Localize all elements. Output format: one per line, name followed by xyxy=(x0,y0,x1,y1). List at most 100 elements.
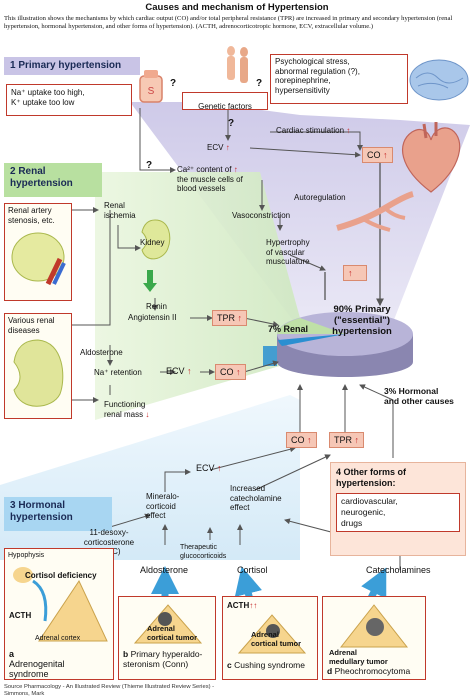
up-arrow-icon: ↑ xyxy=(236,367,241,377)
aldosterone-renal-label: Aldosterone xyxy=(80,348,123,357)
psych-line-2: abnormal regulation (?), xyxy=(275,66,360,76)
renal-artery-icon xyxy=(11,232,66,286)
tpr-hormonal-pill: TPR ↑ xyxy=(329,432,365,448)
adrenal-medulla-tumor-icon xyxy=(339,604,409,648)
tpr-up-pill: ↑ xyxy=(343,265,367,281)
hormonal-wedge xyxy=(0,395,300,560)
panel-a-caption: a Adrenogenital syndrome xyxy=(9,649,65,679)
tpr-renal-text: TPR xyxy=(217,313,235,323)
sodium-uptake-box: Na⁺ uptake too high, K⁺ uptake too low xyxy=(6,84,132,116)
doc-line-2: corticosterone xyxy=(83,537,135,547)
co-hormonal-text: CO xyxy=(291,435,305,445)
section-primary-label: 1 Primary hypertension xyxy=(4,57,140,75)
panel-b-line-2: steronism (Conn) xyxy=(123,659,189,669)
other-forms-list: cardiovascular, neurogenic, drugs xyxy=(336,493,460,532)
acth-a-label: ACTH xyxy=(9,611,32,620)
na-uptake-text: Na⁺ uptake too high, xyxy=(11,88,85,97)
cardiac-stimulation-label: Cardiac stimulation ↑ xyxy=(276,126,350,136)
thera-line-1: Therapeutic xyxy=(180,544,217,551)
adrenal-tumor-icon xyxy=(133,604,203,644)
cortisol-label: Cortisol xyxy=(237,565,268,575)
catecholamine-effect-label: Increased catecholamine effect xyxy=(230,484,282,513)
ecv-renal-label: ECV ↑ xyxy=(166,366,192,377)
source-footer: Source Pharmacology - An Illustrated Rev… xyxy=(4,684,304,698)
up-arrow-icon: ↑ xyxy=(253,601,258,610)
up-arrow-icon: ↑ xyxy=(225,143,230,152)
footer-line-2: Simmons, Mark xyxy=(4,691,45,697)
ca-line-3: blood vessels xyxy=(177,184,226,193)
thera-line-2: glucocorticoids xyxy=(180,552,227,560)
co-renal-text: CO xyxy=(220,367,234,377)
question-mark-1: ? xyxy=(170,78,177,89)
blood-vessels-icon xyxy=(336,191,414,232)
footer-line-1: Source Pharmacology - An Illustrated Rev… xyxy=(4,684,215,690)
up-arrow-icon: ↑ xyxy=(249,601,254,610)
vasoconstriction-label: Vasoconstriction xyxy=(232,211,291,220)
panel-b-caption: b Primary hyperaldo- steronism (Conn) xyxy=(123,649,202,669)
brain-icon xyxy=(409,59,469,101)
heart-icon xyxy=(401,122,461,193)
up-arrow-icon: ↑ xyxy=(217,463,222,473)
section-renal-label: 2 Renal hypertension xyxy=(4,163,102,197)
panel-a-line-2: Adrenogenital xyxy=(9,659,65,669)
up-arrow-icon: ↑ xyxy=(354,435,360,445)
section-hormonal-label: 3 Hormonal hypertension xyxy=(4,497,112,531)
hypertrophy-line-3: musculature xyxy=(266,257,310,266)
panel-b-line-1: b Primary hyperaldo- xyxy=(123,649,203,659)
other-line-2: neurogenic, xyxy=(341,507,386,517)
hypertrophy-label: Hypertrophy of vascular musculature xyxy=(266,238,310,267)
down-arrow-icon: ↓ xyxy=(145,409,150,419)
tpr-renal-pill: TPR ↑ xyxy=(212,310,248,326)
pie-hormonal-line-2: and other causes xyxy=(384,396,454,406)
hypophysis-label: Hypophysis xyxy=(8,552,45,559)
panel-c-caption: c Cushing syndrome xyxy=(227,660,305,670)
co-primary-text: CO xyxy=(367,150,381,160)
ischemia-line-1: Renal xyxy=(104,201,125,210)
svg-text:S: S xyxy=(148,86,155,97)
diseases-line-1: Various renal xyxy=(8,316,55,325)
k-uptake-text: K⁺ uptake too low xyxy=(11,97,75,107)
question-mark-2: ? xyxy=(256,78,263,89)
co-hormonal-pill: CO ↑ xyxy=(286,432,317,448)
mineralo-line-3: effect xyxy=(146,511,166,520)
pie-primary-line-3: hypertension xyxy=(332,326,392,337)
functioning-renal-mass-label: Functioning renal mass ↓ xyxy=(104,400,149,419)
catechol-line-3: effect xyxy=(230,503,250,512)
pie-hormonal-line-1: 3% Hormonal xyxy=(384,386,439,396)
renal-artery-stenosis-box: Renal artery stenosis, etc. xyxy=(4,203,72,301)
kidney-label: Kidney xyxy=(140,238,165,247)
up-arrow-icon: ↑ xyxy=(346,126,351,135)
co-renal-pill: CO ↑ xyxy=(215,364,246,380)
question-mark-4: ? xyxy=(146,160,153,171)
therapeutic-glucocorticoids-label: Therapeutic glucocorticoids xyxy=(180,544,226,561)
doc-line-1: 11-desoxy- xyxy=(89,528,129,537)
ecv-primary-label: ECV ↑ xyxy=(207,143,230,153)
up-arrow-icon: ↑ xyxy=(383,150,388,160)
renal-diseases-box: Various renal diseases xyxy=(4,313,72,419)
psych-stress-box: Psychological stress, abnormal regulatio… xyxy=(270,54,408,104)
other-forms-title: 4 Other forms of hypertension: xyxy=(336,467,407,488)
ecv-hormonal-text: ECV xyxy=(196,463,215,473)
co-primary-pill: CO ↑ xyxy=(362,147,393,163)
angiotensin-label: Angiotensin II xyxy=(128,313,177,322)
up-arrow-icon: ↑ xyxy=(307,435,312,445)
psych-line-3: norepinephrine, xyxy=(275,76,331,85)
mass-line-1: Functioning xyxy=(104,400,146,409)
catechol-line-2: catecholamine xyxy=(230,493,282,503)
ecv-hormonal-label: ECV ↑ xyxy=(196,463,222,474)
ecv-primary-text: ECV xyxy=(207,143,224,152)
mass-line-2: renal mass ↓ xyxy=(104,409,150,419)
ischemia-line-2: ischemia xyxy=(104,210,136,220)
tpr-hormonal-text: TPR xyxy=(334,435,352,445)
calcium-content-label: Ca²⁺ content of ↑ the muscle cells of bl… xyxy=(177,165,243,194)
aldosterone-hormonal-label: Aldosterone xyxy=(140,565,189,575)
up-arrow-icon: ↑ xyxy=(348,268,353,278)
renal-ischemia-label: Renal ischemia xyxy=(104,201,136,220)
mineralocorticoid-effect-label: Mineralo- corticoid effect xyxy=(146,492,179,521)
